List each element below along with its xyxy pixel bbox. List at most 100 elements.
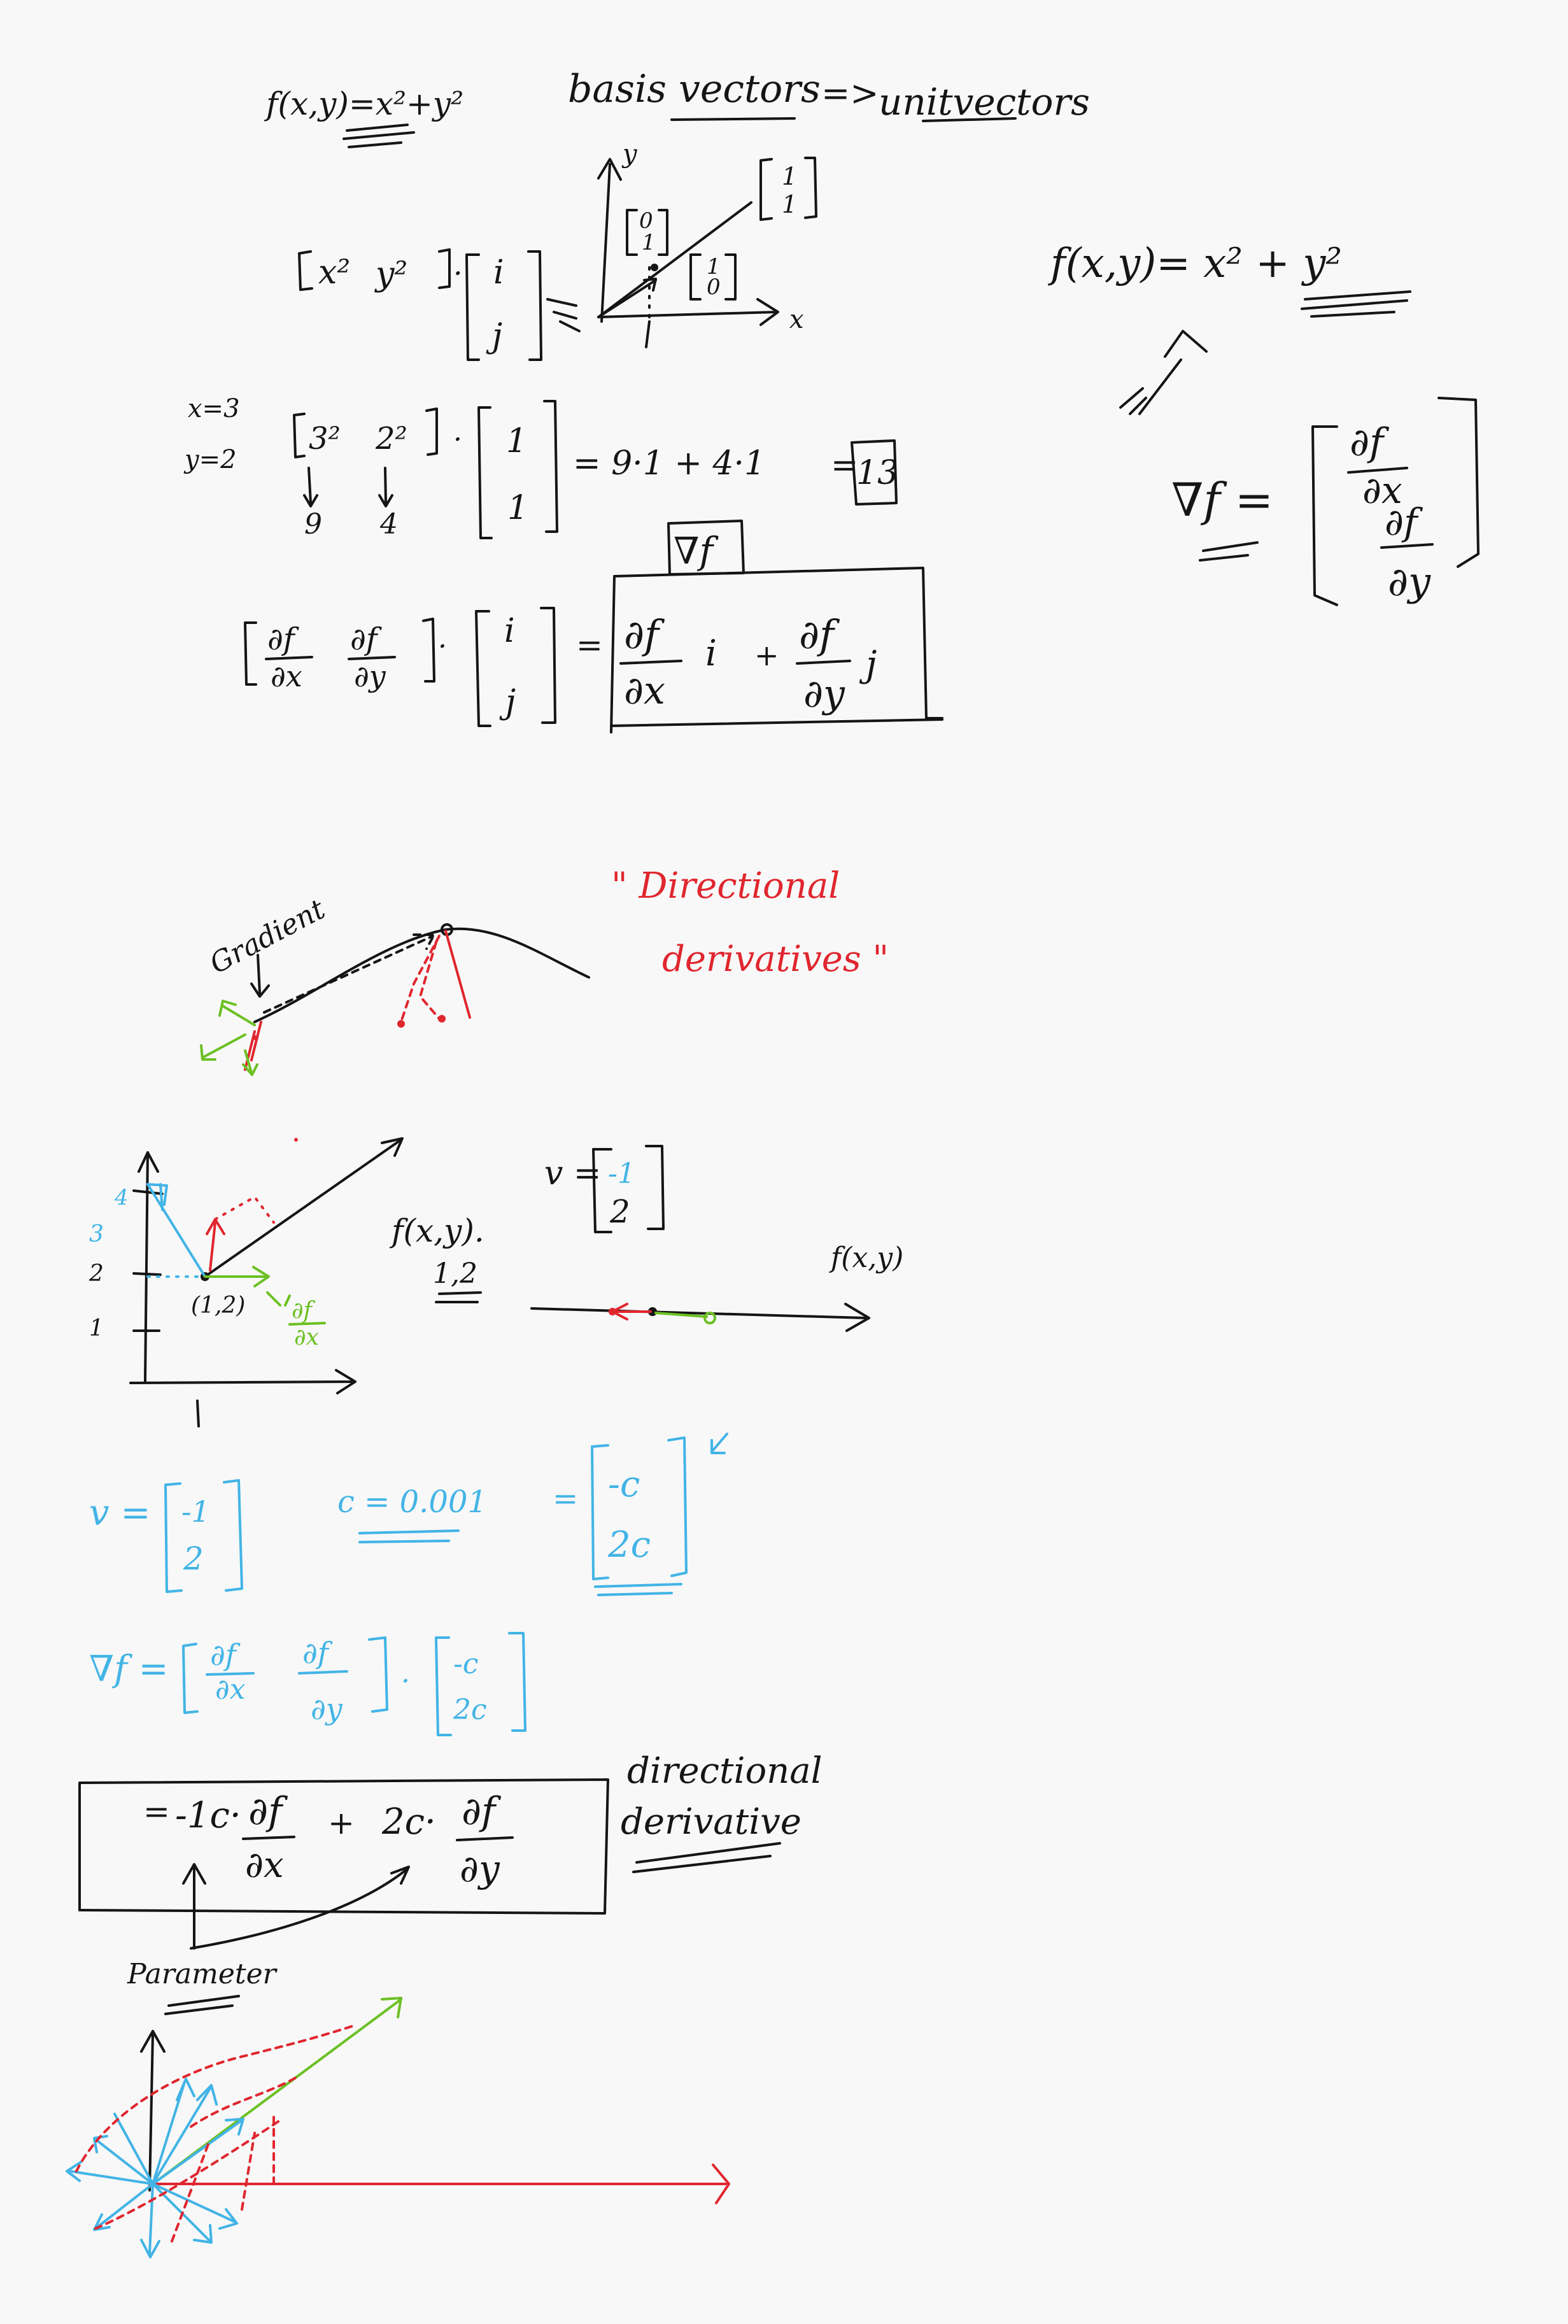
svg-text:x: x: [789, 305, 804, 334]
curve-sketch: Gradient " Directional derivatives ": [200, 865, 889, 1076]
svg-text:i: i: [493, 253, 504, 292]
svg-text:13: 13: [856, 454, 898, 492]
svg-text:∂f: ∂f: [267, 621, 299, 657]
svg-text:2²: 2²: [375, 421, 407, 457]
svg-text:∇f =: ∇f =: [1171, 473, 1273, 527]
svg-text:∂y: ∂y: [803, 672, 845, 716]
svg-text:∇f: ∇f: [674, 529, 719, 572]
svg-text:∂y: ∂y: [311, 1692, 343, 1726]
svg-text:directional: directional: [627, 1750, 823, 1792]
svg-text:= 9·1 + 4·1: = 9·1 + 4·1: [573, 444, 765, 483]
svg-text:1,2: 1,2: [433, 1258, 477, 1290]
header-fxy-underline: [343, 124, 415, 148]
svg-text:3²: 3²: [309, 421, 341, 457]
svg-text:∂f: ∂f: [350, 621, 382, 657]
blue-direction-vector: v = -1 2 c = 0.001 = -c 2c: [89, 1433, 728, 1596]
svg-text:∂f: ∂f: [624, 611, 665, 658]
svg-text:j: j: [486, 317, 502, 355]
svg-text:+: +: [328, 1804, 355, 1841]
svg-text:f(x,y)= x² + y²: f(x,y)= x² + y²: [1048, 240, 1342, 287]
svg-text:∂x: ∂x: [215, 1673, 246, 1706]
header-implies-arrow: =>: [821, 73, 879, 113]
gradient-dot-unit-vectors: ∂f ∂x ∂f ∂y · i j = ∂f ∂x i + ∂f ∂y j: [244, 567, 943, 733]
gradient-definition-right: f(x,y)= x² + y² ∇f = ∂f ∂x ∂f ∂y: [1048, 240, 1480, 606]
svg-text:=: =: [553, 1481, 578, 1517]
svg-text:2c·: 2c·: [381, 1801, 436, 1843]
svg-text:f(x,y).: f(x,y).: [389, 1212, 484, 1249]
svg-text:∂f: ∂f: [248, 1789, 288, 1834]
svg-text:∂f: ∂f: [210, 1638, 241, 1672]
row-vector-dot-unit: x² y² · i j: [298, 248, 581, 361]
svg-text:1: 1: [707, 254, 721, 280]
svg-text:∂x: ∂x: [271, 659, 302, 693]
svg-text:y=2: y=2: [183, 445, 237, 474]
svg-text:-1: -1: [608, 1158, 635, 1190]
svg-text:∂y: ∂y: [1388, 558, 1431, 605]
svg-text:·: ·: [438, 630, 447, 663]
svg-text:c = 0.001: c = 0.001: [337, 1484, 487, 1520]
svg-text:derivatives ": derivatives ": [662, 939, 889, 980]
svg-text:i: i: [504, 612, 515, 650]
svg-text:∂f: ∂f: [302, 1636, 333, 1670]
blue-gradient-dot: ∇f = ∂f ∂x ∂f ∂y · -c 2c: [89, 1632, 526, 1736]
basis-vector-diagram: y x 0 1 1 0 1 1: [597, 139, 817, 348]
header-fxy: f(x,y)=x²+y²: [264, 85, 463, 122]
svg-text:∂f: ∂f: [1350, 420, 1390, 465]
svg-text:j: j: [499, 683, 516, 721]
svg-text:x=3: x=3: [188, 394, 240, 423]
svg-text:-1c·: -1c·: [175, 1795, 241, 1836]
basis-vectors-underline: [670, 117, 796, 121]
svg-text:∂f: ∂f: [462, 1789, 502, 1834]
svg-text:0: 0: [639, 208, 653, 234]
direction-fan-diagram: [66, 1997, 730, 2258]
svg-text:-c: -c: [608, 1464, 640, 1505]
direction-vector-v: f(x,y). 1,2 v = -1 2: [389, 1145, 665, 1303]
svg-text:1: 1: [782, 190, 797, 218]
svg-text:=: =: [576, 627, 603, 663]
svg-text:2c: 2c: [453, 1694, 487, 1726]
svg-text:·: ·: [453, 256, 463, 290]
svg-text:·: ·: [453, 423, 462, 456]
svg-text:" Directional: " Directional: [611, 865, 840, 907]
svg-text:∂x: ∂x: [245, 1845, 284, 1886]
plane-diagram: 4 3 2 1 (1,2) ∂f ∂x: [88, 1137, 404, 1428]
svg-text:∂f: ∂f: [292, 1298, 316, 1324]
svg-text:1: 1: [782, 162, 797, 190]
svg-text:f(x,y): f(x,y): [829, 1242, 903, 1274]
svg-text:∂x: ∂x: [294, 1324, 319, 1350]
svg-text:1: 1: [507, 489, 528, 527]
svg-text:∂f: ∂f: [1385, 500, 1423, 544]
svg-text:v =: v =: [544, 1154, 601, 1193]
svg-text:∇f =: ∇f =: [89, 1648, 169, 1690]
svg-text:v =: v =: [89, 1492, 150, 1534]
svg-text:1: 1: [642, 230, 656, 255]
svg-text:2c: 2c: [607, 1524, 651, 1566]
svg-text:3: 3: [89, 1221, 104, 1247]
svg-text:y: y: [621, 139, 638, 169]
svg-text:2: 2: [609, 1193, 630, 1230]
svg-text:∂f: ∂f: [799, 611, 840, 658]
svg-text:9: 9: [304, 508, 322, 541]
svg-text:x²: x²: [318, 253, 350, 292]
svg-text:·: ·: [401, 1665, 410, 1697]
svg-text:2: 2: [183, 1540, 204, 1577]
svg-text:y²: y²: [374, 255, 407, 294]
header-unit-vectors: unitvectors: [879, 80, 1090, 124]
header-basis-vectors: basis vectors: [568, 67, 821, 111]
svg-text:0: 0: [707, 274, 721, 300]
svg-text:+: +: [754, 638, 779, 672]
svg-text:j: j: [859, 644, 877, 685]
svg-text:=: =: [143, 1793, 170, 1830]
svg-text:2: 2: [88, 1261, 104, 1287]
svg-text:i: i: [705, 633, 717, 674]
svg-text:1: 1: [89, 1315, 104, 1342]
svg-text:4: 4: [114, 1185, 129, 1210]
svg-text:-1: -1: [181, 1494, 210, 1529]
svg-text:4: 4: [379, 508, 398, 541]
svg-text:derivative: derivative: [621, 1801, 802, 1843]
number-line: f(x,y): [530, 1242, 903, 1332]
directional-derivative-box: = -1c· ∂f ∂x + 2c· ∂f ∂y directional der…: [78, 1750, 823, 2015]
svg-text:∂y: ∂y: [354, 659, 386, 693]
unit-vectors-underline: [922, 117, 1017, 122]
